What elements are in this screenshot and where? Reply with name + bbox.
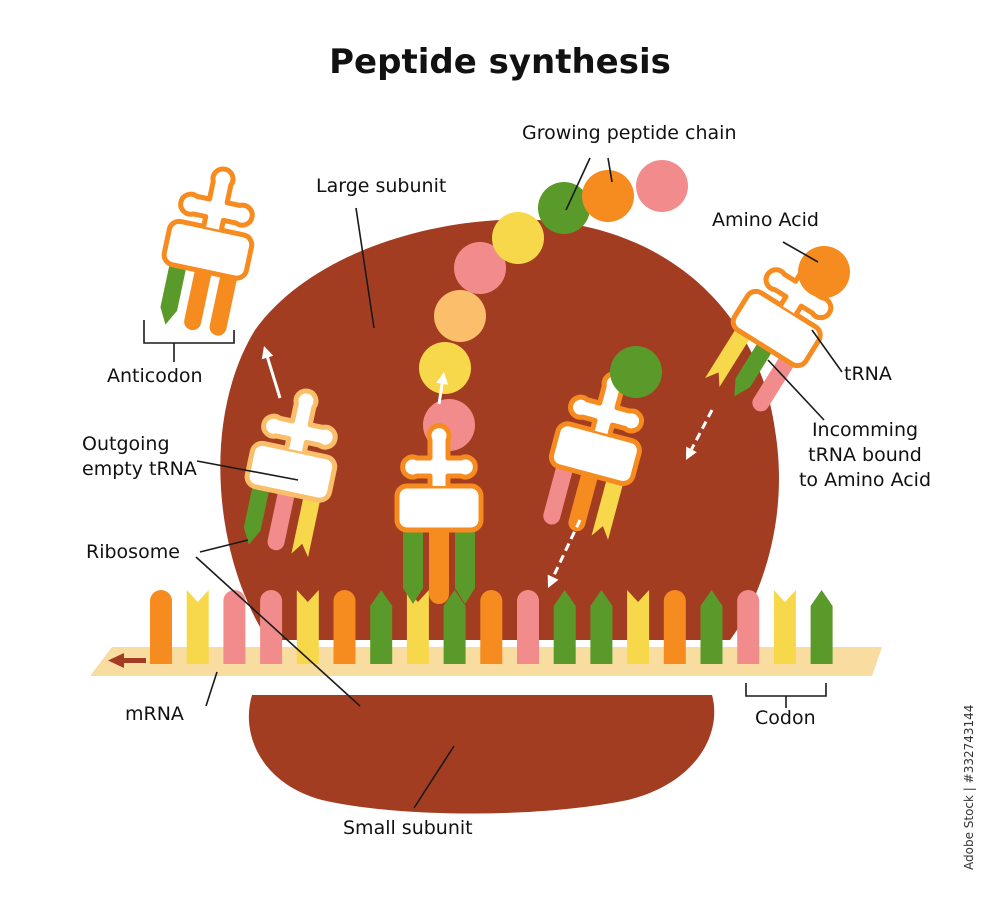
amino-acid-bead [636, 160, 688, 212]
trna-top-left-exiting [150, 160, 266, 336]
anticodon-base [243, 482, 271, 545]
mrna-base [700, 590, 723, 664]
mrna-base [627, 590, 650, 664]
label-outgoing-line-1: Outgoing [82, 433, 170, 455]
label-incoming-line-3: to Amino Acid [798, 469, 932, 491]
label-incoming-trna: Incomming tRNA bound to Amino Acid [795, 418, 935, 493]
amino-acid-a-site [610, 346, 662, 398]
amino-acid-bead [434, 290, 486, 342]
anticodon-base [455, 526, 475, 604]
arrow-icon [261, 346, 282, 399]
small-subunit-shape [248, 695, 715, 814]
arrow-left-icon [108, 653, 146, 668]
label-small-subunit: Small subunit [343, 817, 473, 839]
label-mrna: mRNA [125, 703, 184, 725]
mrna-base [406, 590, 429, 664]
label-ribosome: Ribosome [86, 541, 180, 563]
page-title: Peptide synthesis [329, 42, 671, 82]
mrna-base [553, 590, 576, 664]
mrna-base [296, 590, 319, 664]
anticodon-base [403, 526, 423, 604]
trna-body [162, 160, 266, 280]
amino-acid-bead [419, 342, 471, 394]
anticodon-base [543, 462, 574, 525]
anticodon-base [209, 271, 238, 336]
arrow-icon [686, 409, 714, 460]
anticodon-base [184, 265, 213, 331]
mrna-base [333, 590, 356, 664]
arrow-icon [436, 372, 449, 405]
label-anticodon: Anticodon [107, 365, 203, 387]
anticodon-base [568, 468, 599, 532]
mrna-base [737, 590, 760, 664]
anticodon-base [752, 353, 797, 412]
amino-acid-incoming [798, 246, 850, 298]
mrna-base [590, 590, 613, 664]
mrna-base [480, 590, 503, 664]
mrna-base [773, 590, 796, 664]
trna-group [150, 160, 856, 604]
amino-acid-bead [454, 242, 506, 294]
mrna-base [260, 590, 283, 664]
anticodon-base [160, 260, 188, 325]
large-subunit-shape [220, 219, 779, 641]
label-codon: Codon [755, 707, 816, 729]
trna-outgoing-empty [233, 382, 349, 558]
label-outgoing-trna: Outgoing empty tRNA [82, 432, 197, 482]
stock-credit: Adobe Stock | #332743144 [962, 704, 976, 870]
mrna-base [517, 590, 539, 664]
anticodon-base [734, 339, 775, 397]
label-incoming-line-1: Incomming [811, 419, 919, 441]
anticodon-base [429, 526, 449, 604]
mrna-base [663, 590, 686, 664]
trna-a-site [543, 363, 657, 540]
arrow-icon [547, 519, 582, 588]
mrna-base [150, 590, 172, 664]
label-growing-peptide-chain: Growing peptide chain [522, 122, 737, 144]
movement-arrows [261, 346, 714, 588]
anticodon-base [705, 325, 753, 388]
label-amino-acid: Amino Acid [712, 209, 819, 231]
anticodon-base [267, 487, 296, 551]
mrna-base [443, 590, 466, 664]
anticodon-base [591, 475, 625, 540]
mrna-base [223, 590, 246, 664]
mrna-base [186, 590, 209, 664]
amino-acid-bead [582, 170, 634, 222]
trna-p-site [397, 426, 481, 604]
growing-peptide-chain [419, 160, 688, 451]
anticodon-base [291, 493, 321, 558]
mrna-bases [150, 590, 833, 664]
label-incoming-line-2: tRNA bound [808, 444, 922, 466]
mrna-base [810, 590, 833, 664]
label-large-subunit: Large subunit [316, 175, 447, 197]
amino-acid-bead [538, 182, 590, 234]
leader-lines [143, 157, 843, 809]
trna-incoming [705, 236, 856, 412]
label-trna: tRNA [844, 363, 892, 385]
label-outgoing-line-2: empty tRNA [82, 458, 197, 480]
amino-acid-bead [492, 212, 544, 264]
mrna-base [370, 590, 393, 664]
